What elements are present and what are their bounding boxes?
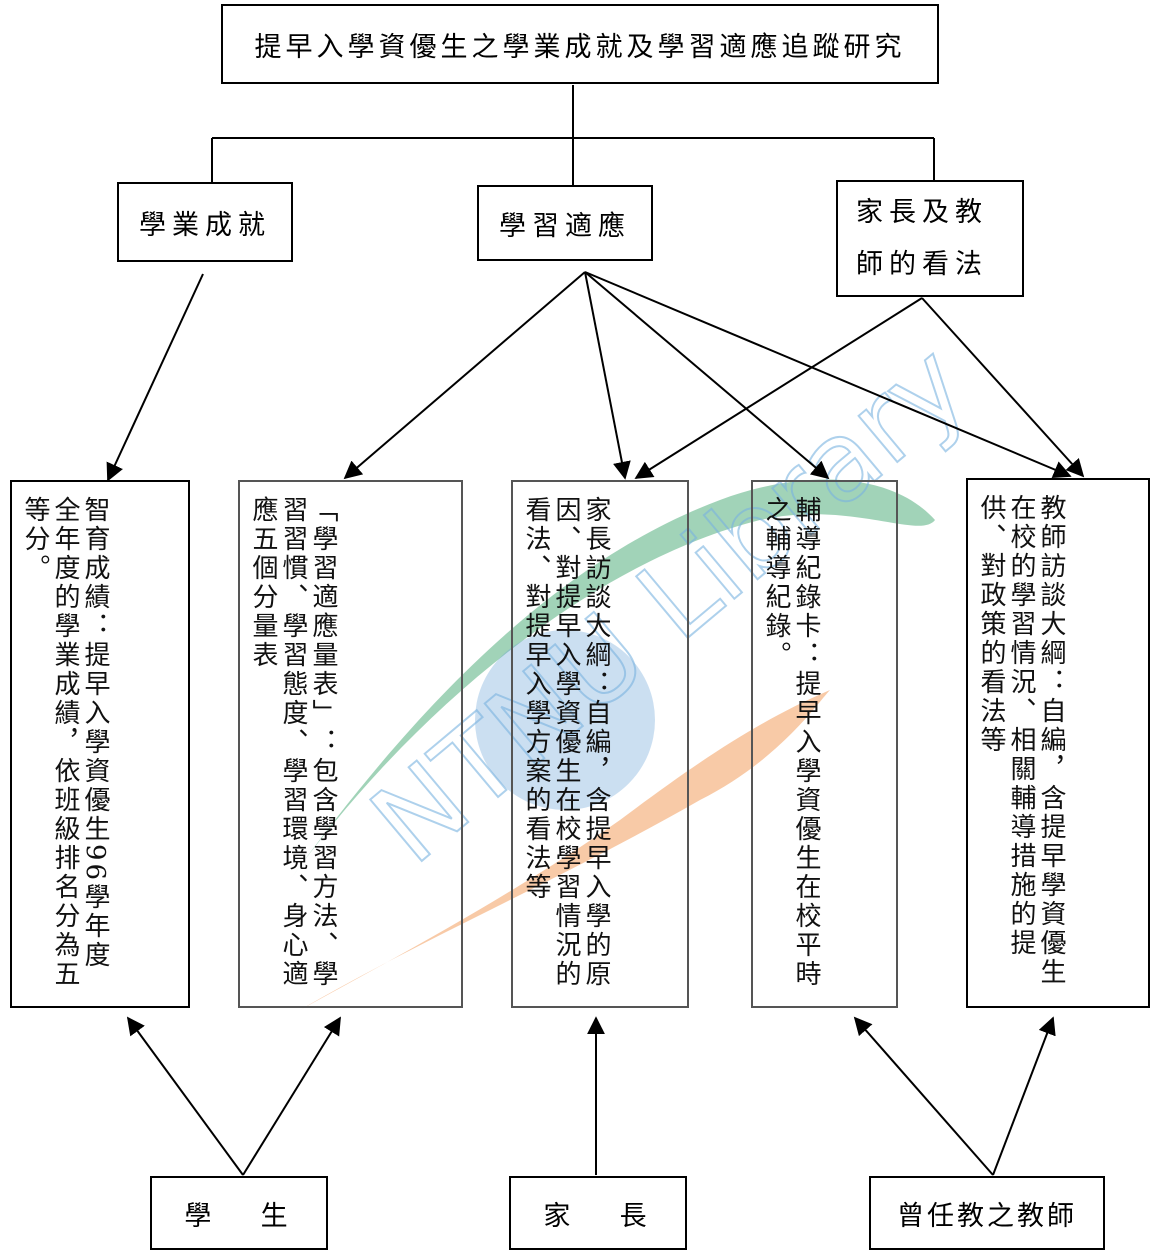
- arrow-adaptation-to-scale: [343, 271, 586, 480]
- arrow-adaptation-to-teacher-interview: [584, 271, 1072, 479]
- instrument-teacher-interview-text: 教師訪談大綱：自編，含提早學資優生在校的學習情況、相關輔導措施的提供、對政策的看…: [976, 494, 1066, 987]
- category-adaptation-label: 學習適應: [499, 210, 631, 242]
- title-box: 提早入學資優生之學業成就及學習適應追蹤研究: [221, 4, 939, 84]
- arrow-student-to-grades: [126, 1016, 244, 1176]
- source-parent-char-1: 家: [543, 1200, 577, 1232]
- instrument-parent-interview-text: 家長訪談大綱：自編，含提早入學的原因、對提早入學資優生在校學習情況的看法、對提早…: [521, 496, 611, 989]
- source-student-char-2: 生: [260, 1200, 294, 1232]
- arrow-views-to-teacher-interview: [921, 297, 1085, 478]
- instrument-adaptation-scale-text: 「學習適應量表」：包含學習方法、學習習慣、學習態度、學習環境、身心適應五個分量表: [248, 496, 338, 989]
- source-parent-char-2: 長: [619, 1200, 653, 1232]
- title-text: 提早入學資優生之學業成就及學習適應追蹤研究: [254, 31, 906, 63]
- instrument-grades: 智育成績：提早入學資優生96學年度全年度的學業成績，依班級排名分為五等分。: [10, 480, 190, 1008]
- arrow-teacher-to-counsel-record: [853, 1016, 994, 1176]
- arrow-student-to-scale: [242, 1016, 341, 1176]
- instrument-grades-text: 智育成績：提早入學資優生96學年度全年度的學業成績，依班級排名分為五等分。: [20, 496, 110, 989]
- arrow-achievement-to-grades: [106, 273, 204, 482]
- arrow-adaptation-to-parent-interview: [584, 271, 631, 480]
- source-student-char-1: 學: [184, 1200, 218, 1232]
- category-adaptation: 學習適應: [477, 185, 653, 261]
- source-student: 學 生: [150, 1176, 328, 1250]
- category-achievement: 學業成就: [117, 182, 293, 262]
- instrument-parent-interview: 家長訪談大綱：自編，含提早入學的原因、對提早入學資優生在校學習情況的看法、對提早…: [511, 480, 689, 1008]
- category-achievement-label: 學業成就: [139, 209, 271, 241]
- instrument-counsel-record: 輔導紀錄卡：提早入學資優生在校平時之輔導紀錄。: [751, 480, 898, 1008]
- arrow-adaptation-to-counsel-record: [584, 271, 830, 480]
- source-teacher-label: 曾任教之教師: [897, 1200, 1077, 1232]
- source-teacher: 曾任教之教師: [869, 1176, 1105, 1250]
- instrument-adaptation-scale: 「學習適應量表」：包含學習方法、學習習慣、學習態度、學習環境、身心適應五個分量表: [238, 480, 463, 1008]
- source-parent: 家 長: [509, 1176, 687, 1250]
- category-views: 家長及教師的看法: [836, 180, 1024, 297]
- instrument-teacher-interview: 教師訪談大綱：自編，含提早學資優生在校的學習情況、相關輔導措施的提供、對政策的看…: [966, 478, 1150, 1008]
- instrument-counsel-record-text: 輔導紀錄卡：提早入學資優生在校平時之輔導紀錄。: [761, 496, 821, 989]
- arrow-teacher-to-teacher-interview: [992, 1016, 1056, 1176]
- category-views-label: 家長及教師的看法: [856, 196, 988, 280]
- arrow-views-to-parent-interview: [634, 297, 923, 479]
